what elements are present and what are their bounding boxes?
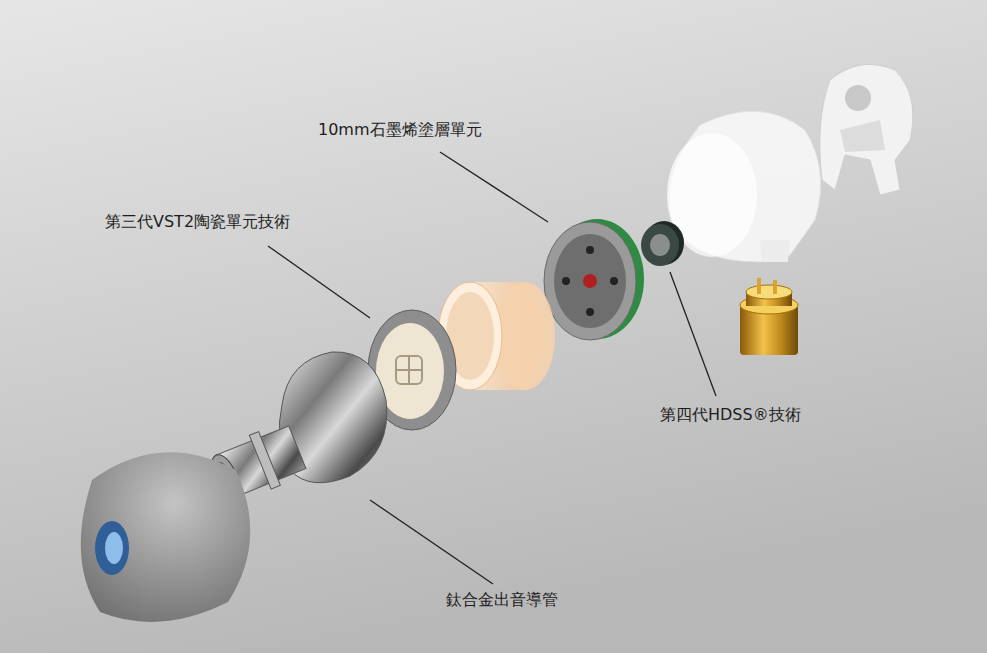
leader-line (370, 500, 493, 584)
part-label: 鈦合金出音導管 (446, 590, 558, 610)
leader-line (670, 272, 716, 396)
gold-connector (740, 278, 798, 355)
part-label: 第三代VST2陶瓷單元技術 (105, 212, 290, 232)
translucent-shell (667, 111, 821, 262)
leader-line (440, 152, 548, 222)
part-label: 10mm石墨烯塗層單元 (318, 120, 482, 140)
hdss-ring (641, 221, 684, 266)
ear-tip (81, 452, 250, 622)
graphene-driver (544, 219, 644, 340)
part-label: 第四代HDSS®技術 (660, 405, 801, 425)
leader-line (268, 246, 370, 318)
back-cap (820, 64, 913, 195)
leader-lines (268, 152, 716, 584)
